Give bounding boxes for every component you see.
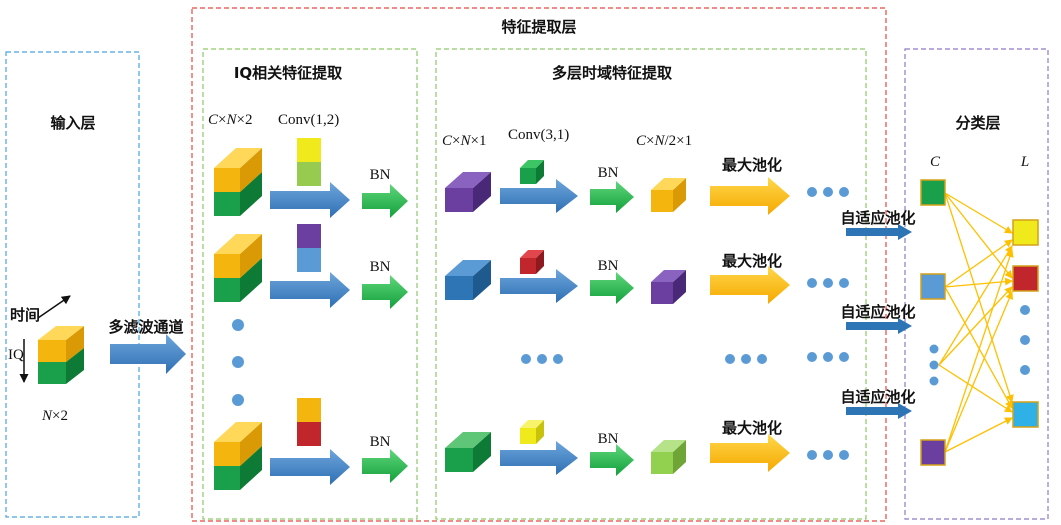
multi-pooled-cube-row1	[651, 178, 686, 212]
multi-sub-title: 多层时域特征提取	[552, 64, 673, 82]
iq-conv-arrow-row3	[270, 449, 350, 485]
maxpool-label-row3: 最大池化	[722, 419, 782, 437]
iq-conv-arrow-row2	[270, 272, 350, 308]
iq-kernel-row2	[297, 224, 321, 272]
iq-sub-title: IQ相关特征提取	[234, 64, 343, 82]
iq-conv-arrow-row1	[270, 182, 350, 218]
iq-bn-arrow-row1	[362, 184, 408, 218]
l-node-cyan	[1012, 401, 1039, 428]
multi-feature-cube-row2	[445, 260, 491, 300]
multi-kernel-row1	[520, 160, 544, 184]
iq-vertical-ellipsis	[232, 319, 244, 406]
input-layer-title: 输入层	[50, 114, 95, 132]
maxpool-arrow-row2	[710, 266, 790, 304]
maxpool-arrow-row1	[710, 177, 790, 215]
adaptive-pool-arrow-row2	[846, 318, 912, 334]
iq-kernel-row3	[297, 398, 321, 446]
fully-connected-lines	[938, 192, 1014, 453]
adaptive-pool-label-row3: 自适应池化	[840, 388, 915, 406]
maxpool-label-row2: 最大池化	[722, 252, 782, 270]
multi-conv-arrow-row1	[500, 179, 578, 213]
feature-layer-border	[191, 7, 887, 522]
c-column-label: C	[930, 154, 941, 170]
iq-axis-label: IQ	[8, 347, 24, 363]
multi-ellipsis-mid-2	[725, 354, 767, 364]
multi-bn-arrow-row3	[590, 444, 634, 476]
l-column-label: L	[1020, 154, 1029, 170]
multi-conv-arrow-row3	[500, 441, 578, 475]
multi-pooled-cube-row2	[651, 270, 686, 304]
multi-bn-label-row1: BN	[598, 165, 619, 181]
input-stack	[38, 326, 84, 384]
iq-stack-row1	[214, 148, 262, 216]
multi-dims-in: C×N×1	[442, 133, 486, 149]
l-node-red	[1012, 265, 1039, 292]
iq-kernel-row1	[297, 138, 321, 186]
classify-layer-border	[904, 48, 1049, 520]
multi-dims-out: C×N/2×1	[636, 133, 692, 149]
iq-dims: C×N×2	[208, 112, 252, 128]
multi-ellipsis-mid-3	[807, 352, 849, 362]
iq-sub-border	[202, 48, 418, 520]
classify-layer-title: 分类层	[955, 114, 1000, 132]
multi-bn-arrow-row1	[590, 181, 634, 213]
multi-sub-border	[435, 48, 867, 520]
multi-bn-arrow-row2	[590, 272, 634, 304]
iq-bn-label-row3: BN	[370, 434, 391, 450]
adaptive-pool-arrow-row3	[846, 403, 912, 419]
multi-pooled-cube-row3	[651, 440, 686, 474]
maxpool-arrow-row3	[710, 434, 790, 472]
multi-kernel-row2	[520, 250, 544, 274]
multi-ellipsis-mid-1	[521, 354, 563, 364]
iq-bn-arrow-row3	[362, 449, 408, 483]
c-node-blue	[920, 273, 946, 300]
iq-bn-arrow-row2	[362, 275, 408, 309]
input-dims: N×2	[41, 408, 68, 424]
multi-feature-cube-row3	[445, 432, 491, 472]
multi-bn-label-row3: BN	[598, 431, 619, 447]
iq-bn-label-row2: BN	[370, 259, 391, 275]
l-node-ellipsis	[1020, 305, 1030, 375]
iq-conv-label: Conv(1,2)	[278, 112, 339, 128]
ellipsis-row1	[807, 187, 849, 197]
adaptive-pool-arrow-row1	[846, 224, 912, 240]
adaptive-pool-label-row1: 自适应池化	[840, 209, 915, 227]
multi-conv-label: Conv(3,1)	[508, 127, 569, 143]
iq-stack-row3	[214, 422, 262, 490]
multi-bn-label-row2: BN	[598, 258, 619, 274]
multi-conv-arrow-row2	[500, 269, 578, 303]
multi-feature-cube-row1	[445, 172, 491, 212]
multi-filter-label: 多滤波通道	[108, 318, 183, 336]
c-node-green	[920, 179, 946, 206]
adaptive-pool-label-row2: 自适应池化	[840, 303, 915, 321]
time-axis-label: 时间	[10, 306, 40, 324]
c-node-purple	[920, 439, 946, 466]
iq-bn-label-row1: BN	[370, 167, 391, 183]
maxpool-label-row1: 最大池化	[722, 156, 782, 174]
input-layer-border	[5, 51, 140, 518]
multi-filter-arrow	[110, 334, 186, 374]
l-node-yellow	[1012, 219, 1039, 246]
ellipsis-row2	[807, 278, 849, 288]
time-axis-arrow	[37, 295, 71, 319]
c-node-ellipsis	[929, 344, 939, 386]
feature-layer-title: 特征提取层	[501, 18, 576, 36]
iq-stack-row2	[214, 234, 262, 302]
ellipsis-row3	[807, 450, 849, 460]
multi-kernel-row3	[520, 420, 544, 444]
